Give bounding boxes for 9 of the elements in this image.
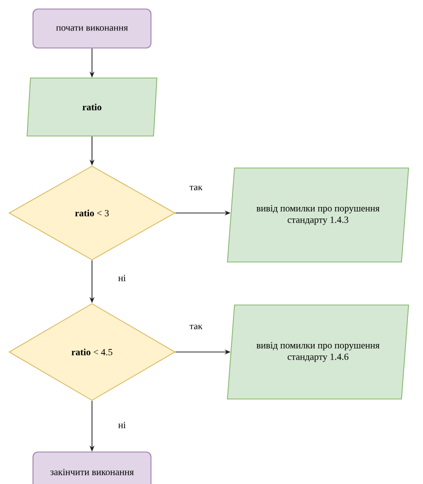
io-parallelogram: вивід помилки про порушення стандарту 1.4.3: [227, 168, 409, 262]
io-parallelogram: ratio: [26, 78, 158, 136]
terminal-box: закінчити виконання: [32, 452, 152, 484]
io-parallelogram: вивід помилки про порушення стандарту 1.4.6: [227, 304, 409, 400]
terminal-box: почати виконання: [32, 8, 152, 48]
edge-label: так: [188, 184, 204, 192]
edge-label: ні: [117, 274, 127, 282]
edge-label: так: [188, 324, 204, 330]
edge-label: ні: [117, 420, 127, 430]
